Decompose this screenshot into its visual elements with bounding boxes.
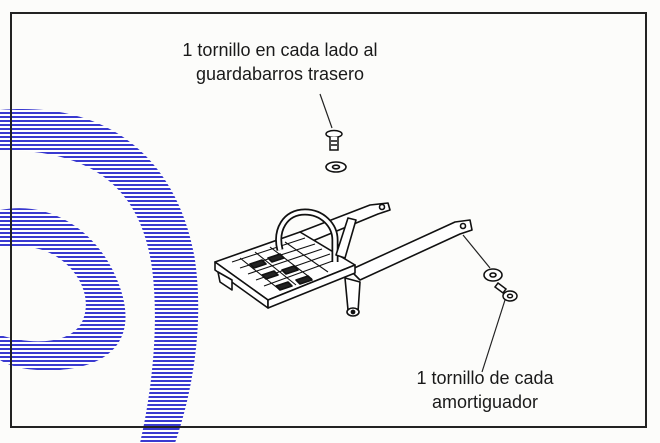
top-bolt-icon <box>325 129 343 151</box>
diagram-frame <box>10 12 647 428</box>
bottom-callout-line2: amortiguador <box>431 392 539 412</box>
right-washer-icon <box>483 268 503 282</box>
rear-rack-icon <box>214 202 473 317</box>
bottom-callout-label: 1 tornillo de cada amortiguador <box>370 366 600 414</box>
right-bolt-icon <box>493 281 518 302</box>
watermark-icon <box>0 109 199 443</box>
top-washer-icon <box>325 161 347 173</box>
top-callout-label: 1 tornillo en cada lado al guardabarros … <box>120 38 440 86</box>
top-callout-line1: 1 tornillo en cada lado al <box>182 40 378 60</box>
leader-lines <box>319 93 506 373</box>
bottom-callout-line1: 1 tornillo de cada <box>416 368 554 388</box>
top-callout-line2: guardabarros trasero <box>195 64 365 84</box>
